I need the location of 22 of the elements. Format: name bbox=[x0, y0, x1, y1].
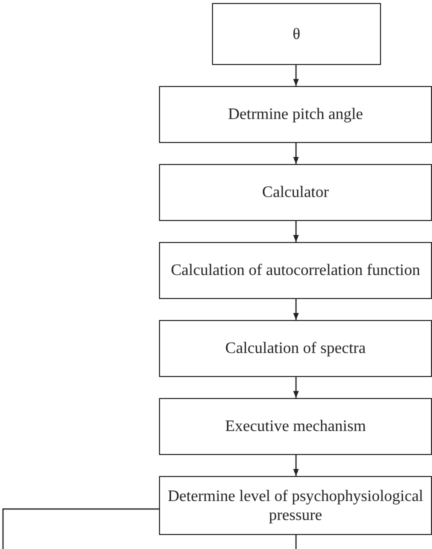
box-label: θ bbox=[292, 24, 300, 44]
arrow bbox=[293, 299, 299, 320]
box-label: Executive mechanism bbox=[225, 417, 366, 436]
process-box bbox=[212, 3, 381, 65]
process-box bbox=[159, 242, 432, 299]
box-label: Determine level of psychophysiological pressure bbox=[166, 486, 424, 524]
connector-line bbox=[295, 535, 297, 549]
connector-line bbox=[2, 508, 159, 549]
process-box bbox=[159, 398, 432, 455]
process-box bbox=[159, 164, 432, 221]
box-label: Calculation of autocorrelation function bbox=[170, 261, 420, 280]
process-box bbox=[159, 320, 432, 377]
box-label: Calculator bbox=[262, 183, 329, 202]
box-label: Calculation of spectra bbox=[225, 339, 366, 358]
process-box bbox=[159, 476, 432, 535]
arrow bbox=[293, 377, 299, 398]
box-label: Detrmine pitch angle bbox=[228, 105, 364, 124]
arrow bbox=[293, 65, 299, 86]
arrow bbox=[293, 455, 299, 476]
arrow bbox=[293, 221, 299, 242]
arrow bbox=[293, 143, 299, 164]
process-box bbox=[159, 86, 432, 143]
